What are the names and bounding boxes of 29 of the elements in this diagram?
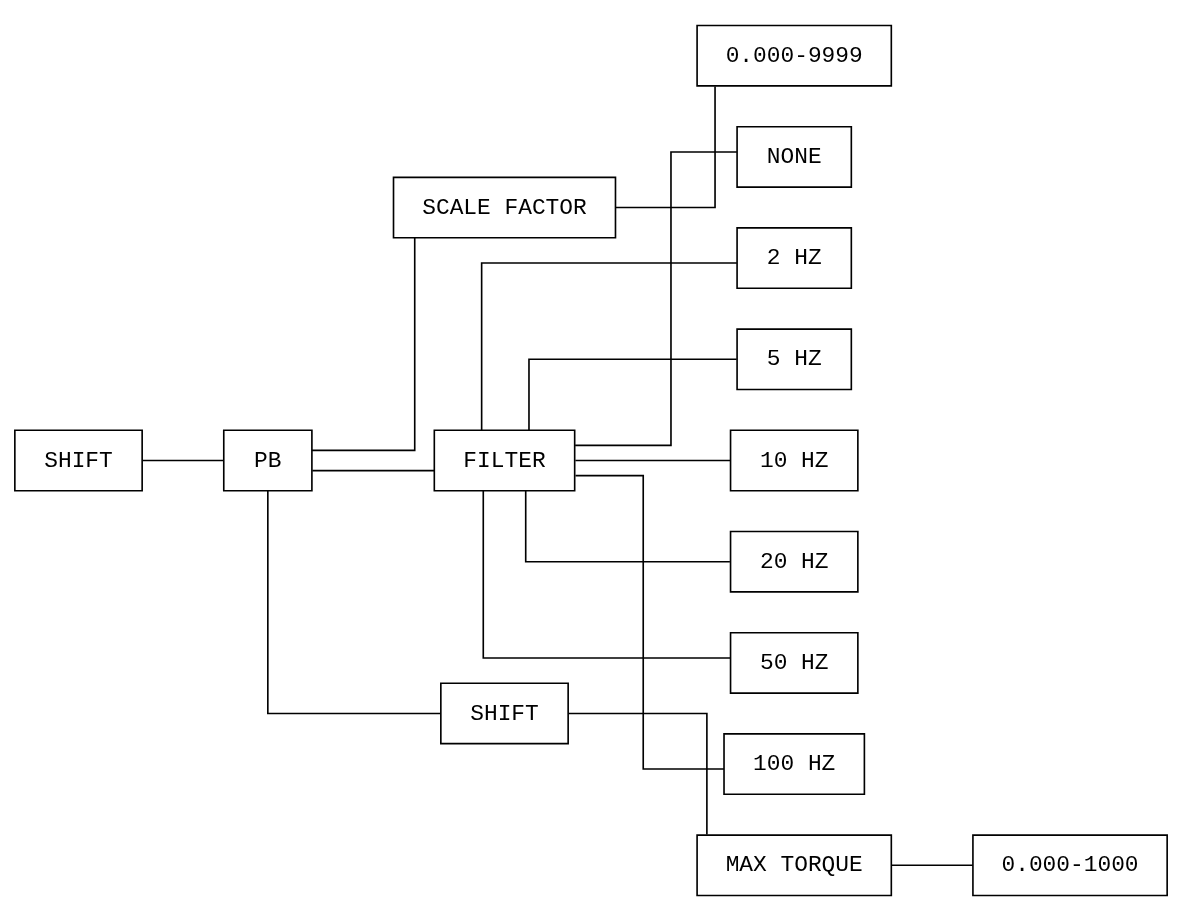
node-box: 10 HZ [729, 429, 859, 491]
connector [574, 150, 738, 446]
node-box: FILTER [433, 429, 576, 491]
connector [311, 469, 435, 471]
connector [528, 358, 738, 431]
node-box: MAX TORQUE [696, 833, 893, 896]
connector [311, 236, 416, 451]
connector [480, 261, 738, 431]
node-box: 20 HZ [729, 530, 859, 593]
node-box: PB [222, 429, 313, 491]
node-box: 5 HZ [736, 327, 853, 390]
connector [567, 712, 708, 835]
connector [524, 489, 731, 562]
node-box: 0.000-1000 [972, 833, 1168, 896]
connector [890, 863, 974, 866]
node-box: SHIFT [440, 681, 569, 744]
node-box: 50 HZ [729, 631, 859, 694]
node-box: 0.000-9999 [696, 24, 893, 87]
node-box: NONE [736, 125, 853, 188]
node-box: 2 HZ [736, 226, 853, 289]
connector [267, 489, 442, 714]
node-box: 100 HZ [723, 732, 866, 795]
connector [574, 474, 725, 770]
connector [615, 85, 716, 208]
connector [482, 489, 732, 659]
connector [574, 459, 732, 461]
connector [141, 459, 225, 461]
node-box: SHIFT [14, 429, 143, 491]
node-box: SCALE FACTOR [392, 176, 617, 239]
